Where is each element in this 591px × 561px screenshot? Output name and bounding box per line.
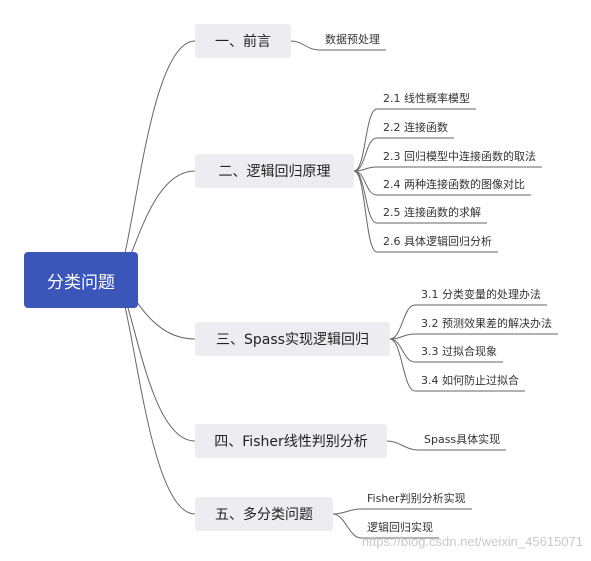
leaf-2-3[interactable]: 2.3 回归模型中连接函数的取法 <box>383 150 536 163</box>
topic-3-to-leaf-3 <box>389 338 416 363</box>
leaf-2-6[interactable]: 2.6 具体逻辑回归分析 <box>383 235 492 248</box>
root-node[interactable]: 分类问题 <box>24 252 138 308</box>
topic-2[interactable]: 二、逻辑回归原理 <box>195 154 354 188</box>
topic-2-to-leaf-1 <box>353 108 378 172</box>
topic-3[interactable]: 三、Spass实现逻辑回归 <box>195 322 390 356</box>
topic-4[interactable]: 四、Fisher线性判别分析 <box>195 424 387 458</box>
topic-3-to-leaf-1 <box>389 304 416 340</box>
leaf-2-5[interactable]: 2.5 连接函数的求解 <box>383 206 481 219</box>
topic-5-to-leaf-2 <box>332 513 362 539</box>
topic-4-to-leaf-1 <box>386 440 419 451</box>
root-to-topic-1 <box>113 40 196 281</box>
leaf-3-2[interactable]: 3.2 预测效果差的解决办法 <box>421 317 552 330</box>
leaf-5-1[interactable]: Fisher判别分析实现 <box>367 492 466 505</box>
topic-3-to-leaf-2 <box>389 333 416 340</box>
topic-2-to-leaf-3 <box>353 166 378 172</box>
topic-2-to-leaf-5 <box>353 170 378 224</box>
leaf-1-1[interactable]: 数据预处理 <box>325 33 380 46</box>
leaf-3-4[interactable]: 3.4 如何防止过拟合 <box>421 374 519 387</box>
watermark: https://blog.csdn.net/weixin_45615071 <box>361 534 583 549</box>
leaf-4-1[interactable]: Spass具体实现 <box>424 433 501 446</box>
topic-2-to-leaf-2 <box>353 137 378 172</box>
leaf-2-1[interactable]: 2.1 线性概率模型 <box>383 92 470 105</box>
leaf-3-3[interactable]: 3.3 过拟合现象 <box>421 345 497 358</box>
topic-1[interactable]: 一、前言 <box>195 24 291 58</box>
topic-5[interactable]: 五、多分类问题 <box>195 497 333 531</box>
leaf-2-4[interactable]: 2.4 两种连接函数的图像对比 <box>383 178 525 191</box>
topic-2-to-leaf-6 <box>353 170 378 253</box>
leaf-5-2[interactable]: 逻辑回归实现 <box>367 521 433 534</box>
leaf-2-2[interactable]: 2.2 连接函数 <box>383 121 448 134</box>
leaf-3-1[interactable]: 3.1 分类变量的处理办法 <box>421 288 541 301</box>
topic-3-to-leaf-4 <box>389 338 416 392</box>
topic-5-to-leaf-1 <box>332 508 362 515</box>
topic-1-to-leaf-1 <box>290 40 320 51</box>
